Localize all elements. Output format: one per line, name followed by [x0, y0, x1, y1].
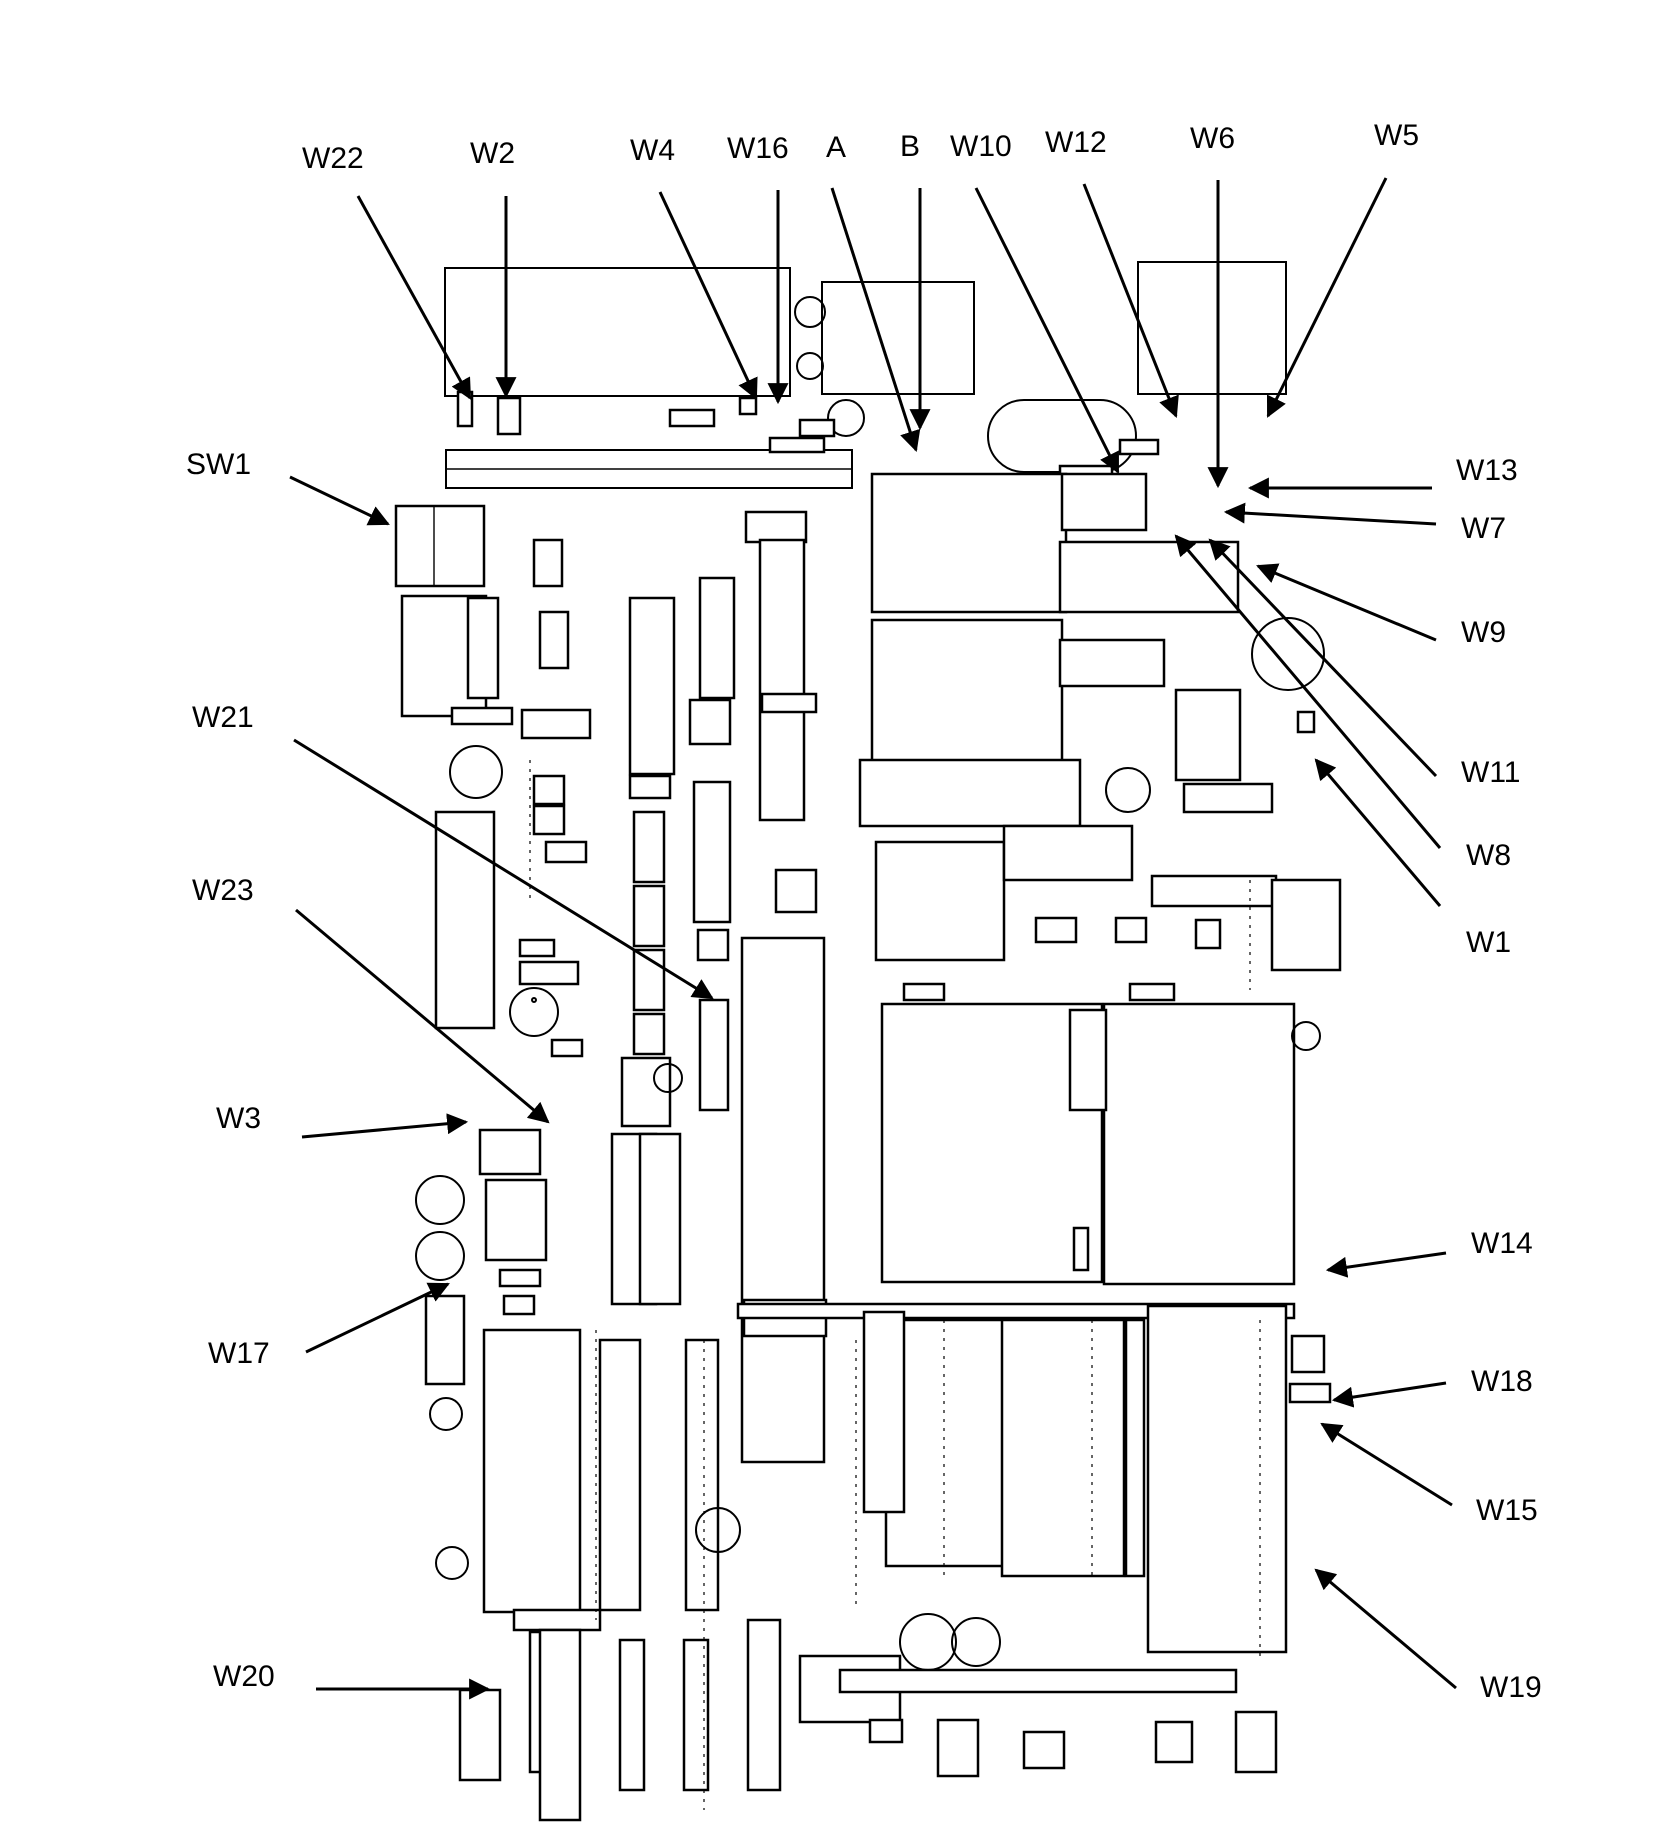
sw1-dip-switch [394, 504, 486, 588]
arrow-sw1 [289, 475, 390, 526]
ic-large-2 [1060, 472, 1148, 532]
arrow-w3 [301, 1113, 469, 1139]
arrow-w1 [1314, 758, 1442, 907]
ic-column-b [688, 576, 736, 1112]
ic-column-c [740, 510, 828, 1464]
arrow-w12 [1082, 183, 1179, 418]
arrow-w17 [305, 1282, 450, 1354]
label-w17: W17 [208, 1337, 270, 1370]
arrow-w14 [1325, 1251, 1447, 1278]
arrow-w7 [1223, 502, 1437, 526]
label-w3: W3 [216, 1102, 261, 1135]
arrow-w15 [1320, 1422, 1453, 1507]
label-w20: W20 [213, 1660, 275, 1693]
arrow-w10 [974, 187, 1120, 474]
ic-large-4 [1058, 540, 1240, 614]
label-w19: W19 [1480, 1671, 1542, 1704]
label-w4: W4 [630, 134, 675, 167]
label-w16: W16 [727, 132, 789, 165]
label-w22: W22 [302, 142, 364, 175]
arrow-w22 [356, 195, 472, 400]
label-w1: W1 [1466, 926, 1511, 959]
arrow-w5 [1266, 177, 1388, 418]
label-w2: W2 [470, 137, 515, 170]
ic-large-3 [870, 618, 1064, 772]
ic-large-6 [1102, 1002, 1296, 1286]
labels-left: SW1 W21 W23 W3 W17 W20 [186, 448, 275, 1693]
circuit-board [394, 261, 1342, 1822]
ic-large-1 [870, 472, 1068, 614]
arrow-w8 [1174, 534, 1442, 849]
label-w10: W10 [950, 130, 1012, 163]
label-w12: W12 [1045, 126, 1107, 159]
label-w9: W9 [1461, 616, 1506, 649]
capacitor-top-2 [796, 352, 824, 380]
top-connector-right [1137, 261, 1287, 395]
label-w11: W11 [1461, 756, 1520, 789]
leader-arrows [289, 177, 1457, 1700]
label-b: B [900, 130, 920, 163]
arrow-w23 [295, 908, 550, 1124]
capacitor-top-1 [794, 296, 826, 328]
label-w13: W13 [1456, 454, 1518, 487]
capacitor-top-3 [827, 399, 865, 437]
ic-large-5 [880, 1002, 1104, 1284]
labels-top: W22 W2 W4 W16 A B W10 W12 W6 W5 [302, 119, 1419, 175]
label-w15: W15 [1476, 1494, 1538, 1527]
arrow-w19 [1314, 1568, 1457, 1690]
top-connector-middle [821, 281, 975, 395]
label-w21: W21 [192, 701, 254, 734]
label-sw1: SW1 [186, 448, 251, 481]
label-w18: W18 [1471, 1365, 1533, 1398]
label-w6: W6 [1190, 122, 1235, 155]
top-connector-left [444, 267, 791, 397]
arrow-w21 [293, 738, 714, 1000]
label-w5: W5 [1374, 119, 1419, 152]
ic-column-a [610, 596, 683, 1306]
arrow-w18 [1331, 1381, 1447, 1408]
label-w14: W14 [1471, 1227, 1533, 1260]
label-w8: W8 [1466, 839, 1511, 872]
label-a: A [826, 131, 846, 164]
arrow-w9 [1256, 563, 1437, 642]
label-w23: W23 [192, 874, 254, 907]
arrow-w4 [658, 191, 758, 400]
arrow-w11 [1208, 538, 1438, 778]
label-w7: W7 [1461, 512, 1506, 545]
resistor-cluster-left [478, 538, 592, 1316]
arrow-a [830, 187, 921, 452]
labels-right: W13 W7 W9 W11 W8 W1 W14 W18 W15 W19 [1456, 454, 1542, 1704]
